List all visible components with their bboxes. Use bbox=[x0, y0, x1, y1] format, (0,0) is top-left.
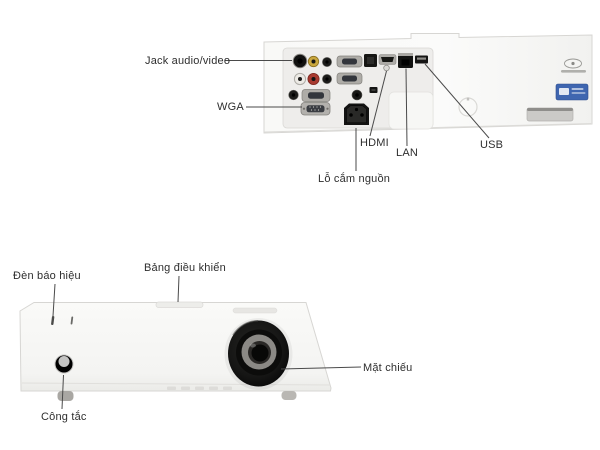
control-panel-recess bbox=[155, 301, 204, 308]
callout-label-usb: USB bbox=[480, 139, 504, 151]
callout-line-control-panel bbox=[177, 275, 180, 303]
rca-yellow-port bbox=[307, 55, 320, 68]
indicator-leds bbox=[51, 316, 74, 325]
usb-port bbox=[415, 55, 428, 64]
lens bbox=[224, 318, 293, 390]
callout-line-lens bbox=[280, 366, 362, 370]
spec-sticker bbox=[555, 83, 589, 101]
projector-front-view bbox=[19, 301, 332, 401]
hdmi-screw bbox=[383, 64, 390, 72]
audio-video-jack bbox=[292, 53, 308, 69]
mini-jack-2 bbox=[322, 74, 332, 84]
rca-white-port bbox=[293, 72, 307, 86]
mini-jack-1 bbox=[322, 57, 332, 67]
callout-label-hdmi: HDMI bbox=[360, 137, 389, 149]
io-panel-inset bbox=[388, 91, 434, 130]
callout-line-usb bbox=[424, 63, 490, 139]
rear-foot-bar bbox=[526, 107, 574, 122]
lan-port bbox=[398, 53, 413, 68]
front-vent-slots bbox=[167, 386, 232, 390]
rear-adjuster-dial bbox=[458, 97, 478, 117]
callout-line-hdmi bbox=[369, 70, 387, 137]
callout-label-lan: LAN bbox=[396, 147, 418, 159]
projector-back-view bbox=[263, 33, 593, 134]
callout-line-switch bbox=[61, 374, 64, 410]
callout-label-control-panel: Bảng điều khiển bbox=[144, 262, 226, 274]
callout-line-indicator bbox=[52, 283, 56, 317]
callout-line-lan bbox=[405, 68, 408, 147]
lens-glass bbox=[251, 344, 269, 362]
vga-port-3 bbox=[301, 89, 331, 102]
square-port bbox=[364, 54, 377, 67]
mini-jack-3 bbox=[288, 89, 299, 101]
round-jack bbox=[351, 89, 363, 101]
top-vent bbox=[232, 307, 278, 314]
crestron-logo bbox=[561, 58, 586, 73]
front-bottom-strip-edge bbox=[21, 382, 331, 386]
callout-label-wga: WGA bbox=[217, 101, 244, 113]
power-inlet bbox=[344, 103, 369, 125]
rca-red-port bbox=[307, 73, 320, 86]
callout-label-power-inlet: Lỗ cắm nguồn bbox=[318, 173, 391, 185]
kensington-lock-slot bbox=[369, 87, 378, 93]
vga-out-port bbox=[300, 102, 331, 116]
hdmi-port bbox=[378, 54, 397, 65]
power-button bbox=[54, 354, 74, 374]
callout-label-power-switch: Công tắc bbox=[41, 411, 87, 423]
callout-label-indicator-light: Đèn báo hiệu bbox=[13, 270, 81, 282]
callout-label-lens: Mặt chiếu bbox=[363, 362, 413, 374]
vga-port-2 bbox=[336, 72, 363, 85]
callout-label-jack-audio-video: Jack audio/video bbox=[145, 55, 231, 67]
vga-port-1 bbox=[336, 55, 363, 68]
front-feet bbox=[57, 391, 297, 401]
callout-lines bbox=[52, 60, 490, 410]
